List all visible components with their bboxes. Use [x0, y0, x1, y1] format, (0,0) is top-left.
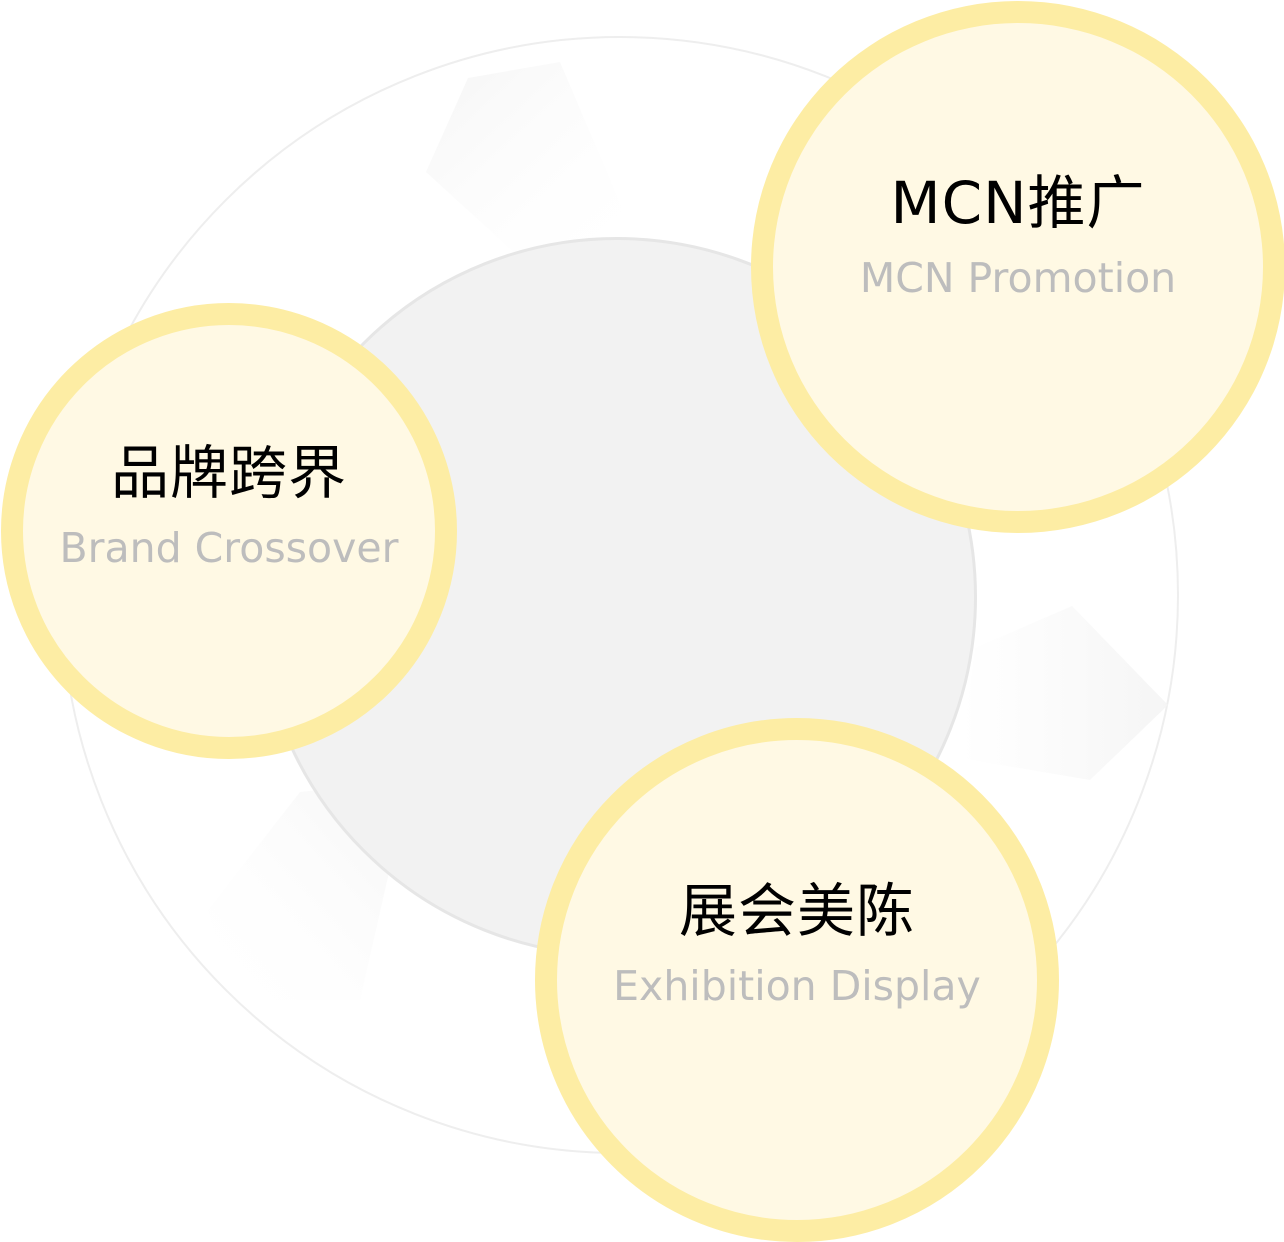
node-title: 展会美陈	[678, 876, 915, 945]
node-subtitle: Brand Crossover	[59, 523, 399, 572]
node-title: MCN推广	[890, 168, 1146, 237]
node-exhibition-display: 展会美陈 Exhibition Display	[535, 718, 1059, 1242]
node-mcn-promotion: MCN推广 MCN Promotion	[751, 1, 1284, 533]
node-brand-crossover: 品牌跨界 Brand Crossover	[1, 303, 457, 759]
node-title: 品牌跨界	[110, 438, 347, 507]
shadow-band-top	[426, 62, 640, 258]
shadow-band-right	[960, 606, 1168, 780]
node-subtitle: MCN Promotion	[859, 253, 1177, 302]
node-subtitle: Exhibition Display	[613, 961, 981, 1010]
